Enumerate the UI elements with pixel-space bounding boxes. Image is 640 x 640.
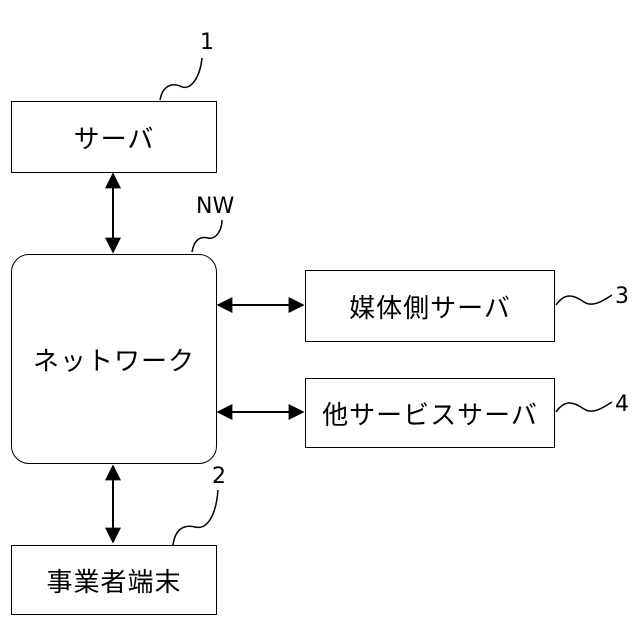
business-terminal-node: 事業者端末 xyxy=(11,545,217,615)
media-server-node: 媒体側サーバ xyxy=(305,270,555,342)
ref-media-server: 3 xyxy=(615,286,629,308)
other-server-node: 他サービスサーバ xyxy=(305,378,555,448)
ref-server: 1 xyxy=(200,32,214,54)
ref-network: NW xyxy=(196,196,234,218)
ref-business-terminal: 2 xyxy=(212,466,226,488)
leader-network xyxy=(192,220,222,252)
network-node: ネットワーク xyxy=(11,254,217,464)
network-label: ネットワーク xyxy=(33,341,195,378)
other-server-label: 他サービスサーバ xyxy=(322,395,538,432)
leader-server xyxy=(160,58,202,100)
server-label: サーバ xyxy=(74,119,155,156)
leader-media-server xyxy=(556,295,612,305)
leader-other-server xyxy=(556,402,612,412)
media-server-label: 媒体側サーバ xyxy=(349,288,511,325)
server-node: サーバ xyxy=(11,101,217,173)
business-terminal-label: 事業者端末 xyxy=(46,562,181,599)
leader-business-terminal xyxy=(173,490,218,545)
ref-other-server: 4 xyxy=(615,394,629,416)
